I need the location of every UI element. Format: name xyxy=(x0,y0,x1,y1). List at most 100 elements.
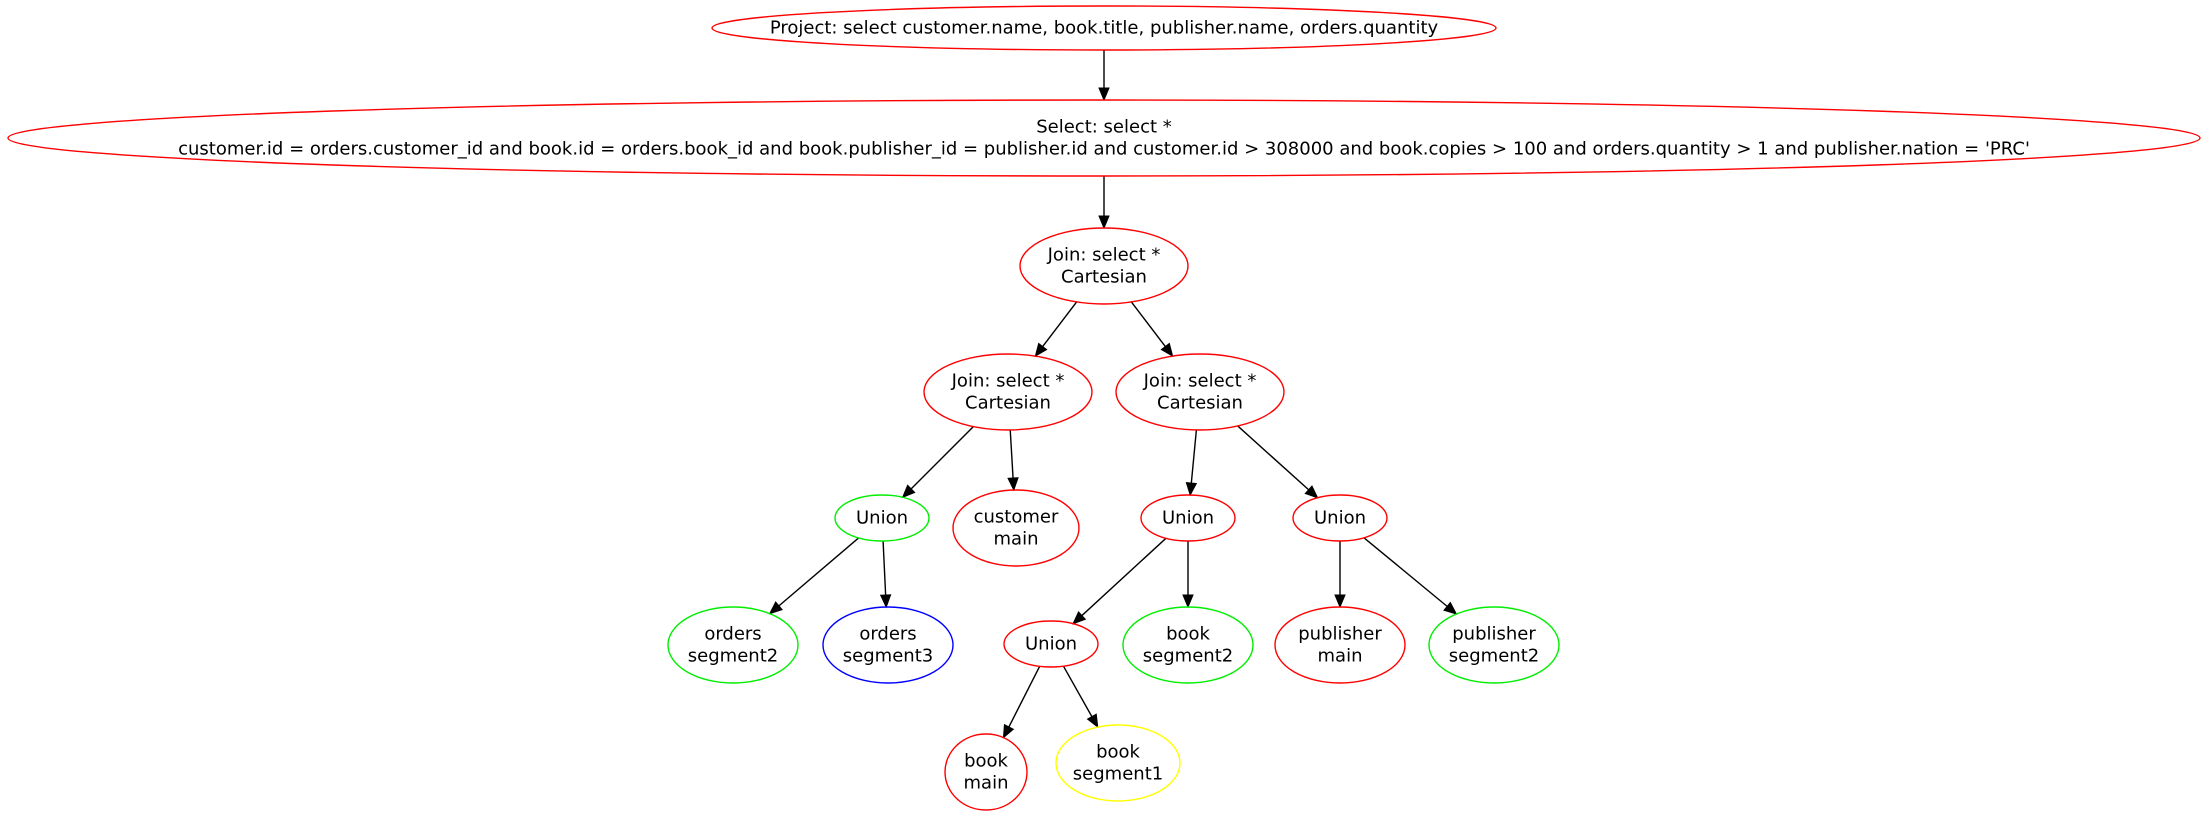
node-label-line: segment2 xyxy=(1449,646,1539,667)
edge-line xyxy=(882,540,887,596)
node-label-line: Cartesian xyxy=(1061,267,1147,288)
node-union4: Union xyxy=(1003,620,1099,668)
node-label-line: Join: select * xyxy=(1143,371,1257,392)
node-label-line: segment1 xyxy=(1073,764,1163,785)
edge-select-to-join1 xyxy=(1098,176,1110,230)
node-label-line: segment2 xyxy=(688,646,778,667)
edge-join3-to-union2 xyxy=(1185,429,1198,497)
node-label-line: Select: select * xyxy=(1036,117,1172,138)
node-ellipse xyxy=(711,5,1497,51)
arrowhead xyxy=(1182,594,1194,609)
arrowhead xyxy=(1304,485,1319,499)
edge-join2-to-customer_main xyxy=(1007,429,1019,492)
edge-line xyxy=(1237,425,1310,491)
node-label-line: orders xyxy=(704,624,761,645)
node-label-line: main xyxy=(964,773,1009,794)
node-label-line: main xyxy=(994,529,1039,550)
edge-line xyxy=(910,426,974,490)
edge-union3-to-publisher_seg2 xyxy=(1363,537,1458,615)
edge-line xyxy=(1042,301,1078,347)
node-ellipse xyxy=(1115,353,1285,431)
arrowhead xyxy=(1334,594,1346,609)
arrowhead xyxy=(1007,477,1019,492)
edge-project-to-select xyxy=(1098,50,1110,102)
node-label-line: Cartesian xyxy=(965,393,1051,414)
edge-join1-to-join3 xyxy=(1130,301,1174,358)
edge-line xyxy=(1130,301,1166,347)
node-ellipse xyxy=(1140,494,1236,542)
node-union1: Union xyxy=(834,494,930,542)
edge-union4-to-book_seg1 xyxy=(1062,665,1099,729)
node-ellipse xyxy=(1055,724,1181,802)
node-label-line: Union xyxy=(1025,634,1077,655)
edge-union2-to-book_seg2 xyxy=(1182,541,1194,609)
arrowhead xyxy=(901,484,916,499)
node-select: Select: select *customer.id = orders.cus… xyxy=(7,99,2201,177)
node-label-line: Project: select customer.name, book.titl… xyxy=(770,18,1439,39)
arrowhead xyxy=(1098,215,1110,230)
edge-union1-to-orders_seg2 xyxy=(768,537,860,615)
node-ellipse xyxy=(7,99,2201,177)
arrowhead xyxy=(879,594,892,609)
edge-line xyxy=(778,537,860,607)
node-union3: Union xyxy=(1292,494,1388,542)
node-ellipse xyxy=(1122,606,1254,684)
node-project: Project: select customer.name, book.titl… xyxy=(711,5,1497,51)
edge-union4-to-book_main xyxy=(1002,666,1041,739)
edge-line xyxy=(1363,537,1448,607)
edge-union2-to-union4 xyxy=(1072,537,1167,625)
edge-line xyxy=(1081,537,1167,617)
node-label-line: book xyxy=(1096,742,1140,763)
node-ellipse xyxy=(923,353,1093,431)
edge-line xyxy=(1008,666,1041,728)
node-join3: Join: select *Cartesian xyxy=(1115,353,1285,431)
edge-line xyxy=(1190,429,1198,484)
node-ellipse xyxy=(1003,620,1099,668)
arrowhead xyxy=(1443,601,1458,615)
edges-layer xyxy=(768,50,1458,739)
edge-union1-to-orders_seg3 xyxy=(879,540,892,609)
arrowhead xyxy=(1072,611,1087,625)
node-ellipse xyxy=(1292,494,1388,542)
node-label-line: publisher xyxy=(1298,624,1382,645)
edge-line xyxy=(1009,429,1014,479)
edge-union3-to-publisher_main xyxy=(1334,541,1346,609)
node-label-line: Union xyxy=(1162,508,1214,529)
node-label-line: book xyxy=(964,751,1008,772)
node-label-line: Union xyxy=(856,508,908,529)
edge-join2-to-union1 xyxy=(901,426,974,499)
node-label-line: Join: select * xyxy=(951,371,1065,392)
node-ellipse xyxy=(952,489,1080,567)
arrowhead xyxy=(1098,87,1110,102)
arrowhead xyxy=(1002,723,1015,739)
node-ellipse xyxy=(944,733,1028,811)
node-label-line: segment3 xyxy=(843,646,933,667)
arrowhead xyxy=(1185,482,1198,497)
edge-join1-to-join2 xyxy=(1034,301,1078,358)
edge-join3-to-union3 xyxy=(1237,425,1319,499)
node-label-line: orders xyxy=(859,624,916,645)
node-label-line: customer.id = orders.customer_id and boo… xyxy=(178,139,2030,160)
node-ellipse xyxy=(834,494,930,542)
node-join2: Join: select *Cartesian xyxy=(923,353,1093,431)
node-label-line: publisher xyxy=(1452,624,1536,645)
node-ellipse xyxy=(1274,606,1406,684)
node-ellipse xyxy=(822,606,954,684)
node-label-line: segment2 xyxy=(1143,646,1233,667)
arrowhead xyxy=(1160,342,1174,358)
node-union2: Union xyxy=(1140,494,1236,542)
node-label-line: Join: select * xyxy=(1047,245,1161,266)
nodes-layer: Project: select customer.name, book.titl… xyxy=(7,5,2201,811)
node-label-line: Cartesian xyxy=(1157,393,1243,414)
node-join1: Join: select *Cartesian xyxy=(1019,227,1189,305)
node-label-line: customer xyxy=(974,507,1059,528)
